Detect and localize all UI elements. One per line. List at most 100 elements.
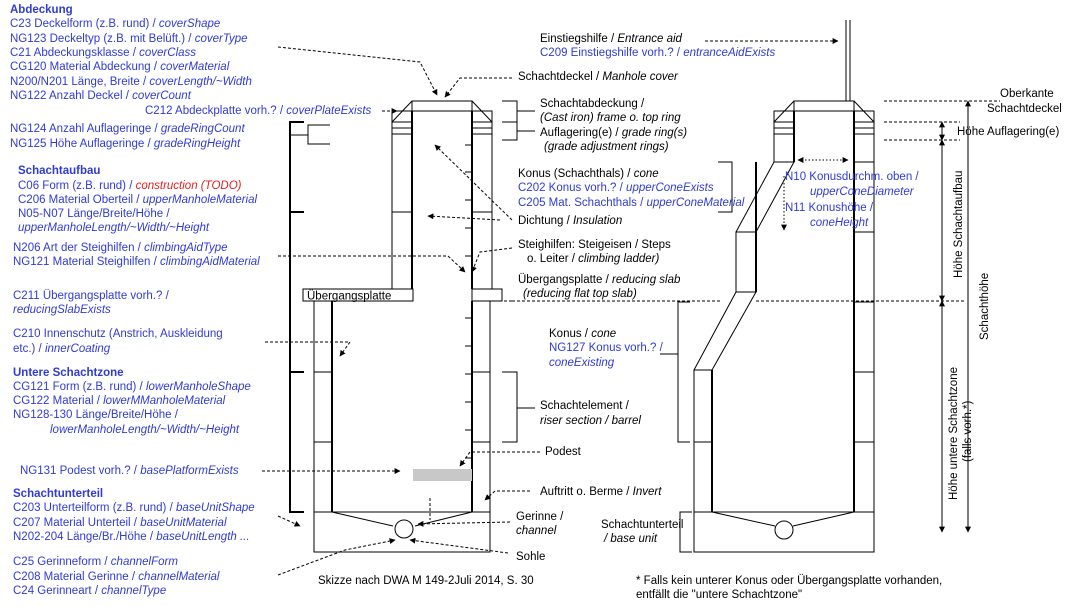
label-upper-cone-2: C202 Konus vorh.? / upperConeExists bbox=[518, 182, 714, 194]
label-cone-1: Konus / cone bbox=[549, 328, 616, 340]
channel bbox=[394, 519, 414, 539]
center-labels: Einstiegshilfe / Entrance aid C209 Einst… bbox=[318, 33, 775, 587]
label-base-material: C207 Material Unterteil / baseUnitMateri… bbox=[13, 517, 227, 529]
label-slab-1: C211 Übergangsplatte vorh.? / bbox=[13, 290, 170, 302]
base-unit bbox=[313, 511, 491, 553]
label-channel-2: channel bbox=[516, 525, 557, 537]
label-entrance-aid-exists: C209 Einstiegshilfe vorh.? / entranceAid… bbox=[540, 47, 775, 59]
label-base-unit-1: Schachtunterteil bbox=[601, 519, 683, 531]
label-lower-zone-height-2: (falls vorh.*) bbox=[962, 400, 974, 462]
slab-box-label: Übergangsplatte bbox=[307, 291, 391, 303]
label-cone-3: coneExisting bbox=[549, 357, 615, 369]
label-climbing-material: NG121 Material Steighilfen / climbingAid… bbox=[13, 256, 260, 268]
label-riser-2: riser section / barrel bbox=[540, 415, 641, 427]
frame-right bbox=[471, 110, 493, 123]
label-shaft-height: Höhe Schachtaufbau bbox=[953, 171, 965, 278]
label-cover-class: C21 Abdeckungsklasse / coverClass bbox=[10, 47, 196, 59]
center-brackets bbox=[409, 38, 839, 554]
label-total-height: Schachthöhe bbox=[979, 273, 991, 340]
label-sohle: Sohle bbox=[516, 551, 545, 563]
label-construction: C06 Form (z.B. rund) / construction (TOD… bbox=[18, 180, 242, 192]
lower-shaft-wall-left bbox=[313, 300, 333, 513]
label-upper-cone-3: C205 Mat. Schachthals / upperConeMateria… bbox=[518, 197, 745, 209]
label-lower-material: CG122 Material / lowerMManholeMaterial bbox=[13, 395, 226, 407]
label-grade-rings-1: Auflagering(e) / grade ring(s) bbox=[540, 127, 687, 139]
label-base-dims: N202-204 Länge/Br./Höhe / baseUnitLength… bbox=[13, 531, 250, 543]
label-channel-form: C25 Gerinneform / channelForm bbox=[13, 556, 178, 568]
label-lower-zone-height-1: Höhe untere Schachtzone bbox=[948, 367, 960, 500]
label-cover-type: NG123 Deckeltyp (z.B. mit Belüft.) / cov… bbox=[10, 33, 248, 45]
label-top-edge-2: Schachtdeckel bbox=[987, 103, 1062, 115]
label-channel-material: C208 Material Gerinne / channelMaterial bbox=[13, 571, 220, 583]
label-base-shape: C203 Unterteilform (z.B. rund) / baseUni… bbox=[13, 502, 255, 514]
label-climbing-type: N206 Art der Steighilfen / climbingAidTy… bbox=[13, 242, 228, 254]
label-cover-assembly-2: (Cast iron) frame o. top ring bbox=[540, 112, 681, 124]
label-cover-dims: N200/N201 Länge, Breite / coverLength/~W… bbox=[10, 76, 252, 88]
label-channel-1: Gerinne / bbox=[516, 511, 564, 523]
label-coating-1: C210 Innenschutz (Anstrich, Auskleidung bbox=[13, 328, 223, 340]
reducing-slab-right bbox=[471, 288, 503, 302]
label-platform: NG131 Podest vorh.? / basePlatformExists bbox=[20, 465, 239, 477]
grade-ring-right-1 bbox=[471, 121, 493, 129]
label-cone-diameter-2: upperConeDiameter bbox=[810, 186, 915, 198]
heading-abdeckung: Abdeckung bbox=[10, 4, 73, 16]
label-lower-dims-2: lowerManholeLength/~Width/~Height bbox=[50, 424, 240, 436]
label-cover-count: NG122 Anzahl Deckel / coverCount bbox=[10, 90, 192, 102]
label-cover-shape: C23 Deckelform (z.B. rund) / coverShape bbox=[10, 18, 220, 30]
label-insulation: Dichtung / Insulation bbox=[518, 215, 622, 227]
label-cover-plate: C212 Abdeckplatte vorh.? / coverPlateExi… bbox=[145, 105, 372, 117]
label-entrance-aid: Einstiegshilfe / Entrance aid bbox=[540, 33, 683, 45]
label-cover-material: CG120 Material Abdeckung / coverMaterial bbox=[10, 61, 230, 73]
label-steps-1: Steighilfen: Steigeisen / Steps bbox=[518, 239, 671, 251]
right-manhole-drawing bbox=[693, 20, 875, 553]
label-steps-2: o. Leiter / climbing ladder) bbox=[527, 253, 659, 265]
label-manhole-cover: Schachtdeckel / Manhole cover bbox=[518, 71, 679, 83]
grade-ring-right-2 bbox=[471, 127, 493, 135]
left-brackets bbox=[262, 46, 466, 576]
frame-left bbox=[391, 110, 413, 123]
heading-schachtaufbau: Schachtaufbau bbox=[18, 165, 100, 177]
label-podest: Podest bbox=[545, 446, 582, 458]
label-grade-rings-2: (grade adjustment rings) bbox=[544, 141, 669, 153]
label-cone-2: NG127 Konus vorh.? / bbox=[549, 342, 664, 354]
label-coating-2: etc.) / innerCoating bbox=[13, 343, 111, 355]
label-base-unit-2: / base unit bbox=[603, 533, 658, 545]
label-reducing-slab-2: (reducing flat top slab) bbox=[523, 288, 637, 300]
label-invert: Auftritt o. Berme / Invert bbox=[540, 486, 662, 498]
left-manhole-drawing: Übergangsplatte bbox=[302, 100, 503, 553]
left-labels: Abdeckung C23 Deckelform (z.B. rund) / c… bbox=[10, 4, 372, 597]
label-upper-dims-1: N05-N07 Länge/Breite/Höhe / bbox=[18, 208, 170, 220]
manhole-cover bbox=[411, 100, 473, 112]
label-footnote-1: * Falls kein unterer Konus oder Übergang… bbox=[636, 575, 942, 587]
label-channel-type: C24 Gerinneart / channelType bbox=[13, 585, 166, 597]
label-grade-ring-height-dim: Höhe Auflagering(e) bbox=[957, 126, 1059, 138]
label-reducing-slab-1: Übergangsplatte / reducing slab bbox=[518, 274, 681, 286]
dimension-lines bbox=[756, 100, 1000, 533]
label-source: Skizze nach DWA M 149-2Juli 2014, S. 30 bbox=[318, 575, 534, 587]
label-upper-dims-2: upperManholeLength/~Width/~Height bbox=[18, 222, 210, 234]
label-cover-assembly-1: Schachtabdeckung / bbox=[540, 98, 645, 110]
label-riser-1: Schachtelement / bbox=[540, 400, 630, 412]
label-footnote-2: entfällt die "untere Schachtzone" bbox=[636, 589, 802, 601]
label-top-edge-1: Oberkante bbox=[1000, 88, 1054, 100]
grade-ring-left-1 bbox=[391, 121, 413, 129]
label-lower-dims-1: NG128-130 Länge/Breite/Höhe / bbox=[13, 409, 179, 421]
grade-ring-left-2 bbox=[391, 127, 413, 135]
base-platform bbox=[413, 469, 472, 481]
label-slab-2: reducingSlabExists bbox=[13, 304, 111, 316]
lower-shaft-wall-right bbox=[471, 300, 491, 513]
label-grade-ring-count: NG124 Anzahl Auflageringe / gradeRingCou… bbox=[10, 123, 245, 135]
label-cone-height-2: coneHeight bbox=[810, 217, 869, 229]
label-upper-cone-1: Konus (Schachthals) / cone bbox=[518, 168, 659, 180]
label-cone-height-1: N11 Konushöhe / bbox=[785, 202, 874, 214]
climbing-steps bbox=[465, 144, 472, 459]
label-grade-ring-height: NG125 Höhe Auflageringe / gradeRingHeigh… bbox=[10, 138, 241, 150]
reducing-slab bbox=[302, 288, 414, 302]
label-lower-shape: CG121 Form (z.B. rund) / lowerManholeSha… bbox=[13, 381, 251, 393]
label-cone-diameter-1: N10 Konusdurchm. oben / bbox=[785, 171, 919, 183]
heading-untere: Untere Schachtzone bbox=[13, 367, 124, 379]
label-upper-material: C206 Material Oberteil / upperManholeMat… bbox=[18, 194, 258, 206]
right-labels: N10 Konusdurchm. oben / upperConeDiamete… bbox=[601, 88, 1062, 601]
heading-unterteil: Schachtunterteil bbox=[13, 488, 103, 500]
